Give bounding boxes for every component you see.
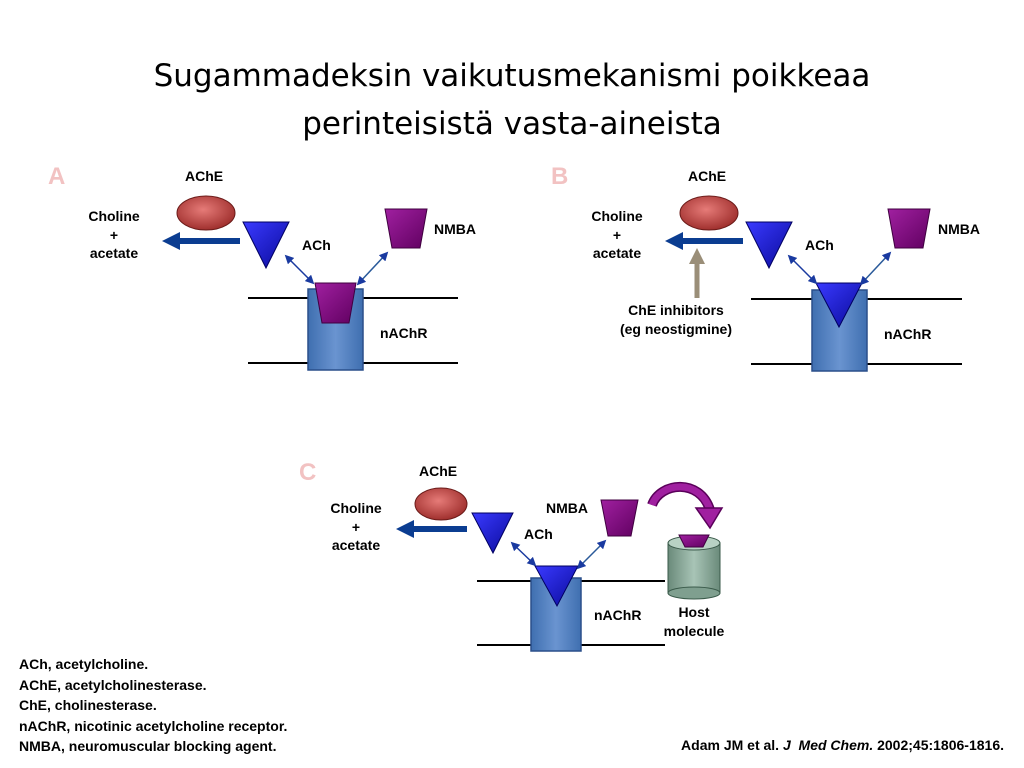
- label-host: Host: [678, 604, 709, 620]
- encapsulation-arrow: [648, 483, 714, 512]
- ach-bound-shape: [815, 282, 863, 329]
- label-ach: ACh: [805, 237, 834, 253]
- label-ach: ACh: [302, 237, 331, 253]
- label-acetate: acetate: [332, 537, 380, 553]
- panel-b: B AChE Choline + acetate ACh NMBA nAChR …: [551, 163, 980, 372]
- slide-title: Sugammadeksin vaikutusmekanismi poikkeaa…: [0, 52, 1024, 148]
- reference-authors: Adam JM et al.: [681, 737, 783, 753]
- label-nmba: NMBA: [434, 221, 476, 237]
- panel-c: C AChE Choline + acetate ACh NMBA nAChR …: [299, 459, 725, 652]
- label-acetate: acetate: [90, 245, 138, 261]
- label-nachr: nAChR: [594, 607, 641, 623]
- label-ache: AChE: [185, 168, 223, 184]
- label-che-inhibitors: ChE inhibitors: [628, 302, 724, 318]
- reference-journal-name: Med Chem.: [798, 737, 874, 753]
- panel-letter-b: B: [551, 163, 568, 190]
- label-molecule: molecule: [664, 623, 725, 639]
- ach-binding-arrow: [510, 541, 537, 567]
- label-nmba: NMBA: [938, 221, 980, 237]
- nmba-molecule: [384, 208, 428, 249]
- label-plus: +: [613, 227, 621, 243]
- nmba-encapsulated-shape: [678, 534, 710, 548]
- label-nachr: nAChR: [884, 326, 931, 342]
- nmba-molecule: [600, 499, 639, 537]
- nmba-binding-arrow: [356, 251, 389, 286]
- ach-binding-arrow: [787, 254, 818, 285]
- reference-journal-j: J: [782, 737, 791, 753]
- label-acetate: acetate: [593, 245, 641, 261]
- ach-molecule: [471, 512, 514, 555]
- nmba-binding-arrow: [859, 251, 892, 286]
- ach-molecule: [242, 221, 290, 270]
- panel-letter-c: C: [299, 459, 316, 486]
- hydrolysis-arrowhead: [162, 232, 180, 250]
- host-molecule-base: [667, 586, 721, 600]
- nmba-bound-shape: [314, 282, 357, 324]
- nmba-binding-arrow: [576, 539, 607, 570]
- abbreviation-che: ChE, cholinesterase.: [19, 697, 157, 713]
- label-choline: Choline: [88, 208, 140, 224]
- label-neostigmine: (eg neostigmine): [620, 321, 732, 337]
- abbreviation-ache: AChE, acetylcholinesterase.: [19, 676, 207, 693]
- panel-a: A AChE Choline + acetate ACh NMBA nAChR: [48, 163, 476, 371]
- label-nmba: NMBA: [546, 500, 588, 516]
- ach-binding-arrow: [284, 254, 315, 285]
- label-nachr: nAChR: [380, 325, 427, 341]
- title-line-1: Sugammadeksin vaikutusmekanismi poikkeaa: [153, 58, 871, 94]
- label-ache: AChE: [419, 463, 457, 479]
- abbreviation-nachr: nAChR, nicotinic acetylcholine receptor.: [19, 717, 288, 734]
- label-ach: ACh: [524, 526, 553, 542]
- title-line-2: perinteisistä vasta-aineista: [302, 106, 722, 142]
- abbreviation-list: ACh, acetylcholine. AChE, acetylcholines…: [19, 654, 287, 757]
- ach-bound-shape: [534, 565, 579, 608]
- hydrolysis-arrowhead: [396, 520, 414, 538]
- encapsulation-arrowhead: [694, 507, 724, 530]
- host-molecule-body: [667, 542, 721, 594]
- ach-molecule: [745, 221, 793, 270]
- panel-letter-a: A: [48, 163, 65, 190]
- reference-details: 2002;45:1806-1816.: [873, 737, 1004, 753]
- reference-citation: Adam JM et al. J Med Chem. 2002;45:1806-…: [681, 737, 1004, 753]
- ache-enzyme: [679, 195, 739, 231]
- label-plus: +: [110, 227, 118, 243]
- abbreviation-nmba: NMBA, neuromuscular blocking agent.: [19, 738, 277, 754]
- label-plus: +: [352, 519, 360, 535]
- label-ache: AChE: [688, 168, 726, 184]
- label-choline: Choline: [591, 208, 643, 224]
- nmba-molecule: [887, 208, 931, 249]
- ache-enzyme: [176, 195, 236, 231]
- ache-enzyme: [414, 487, 468, 521]
- inhibitor-arrowhead: [689, 248, 705, 264]
- hydrolysis-arrowhead: [665, 232, 683, 250]
- abbreviation-ach: ACh, acetylcholine.: [19, 656, 149, 672]
- label-choline: Choline: [330, 500, 382, 516]
